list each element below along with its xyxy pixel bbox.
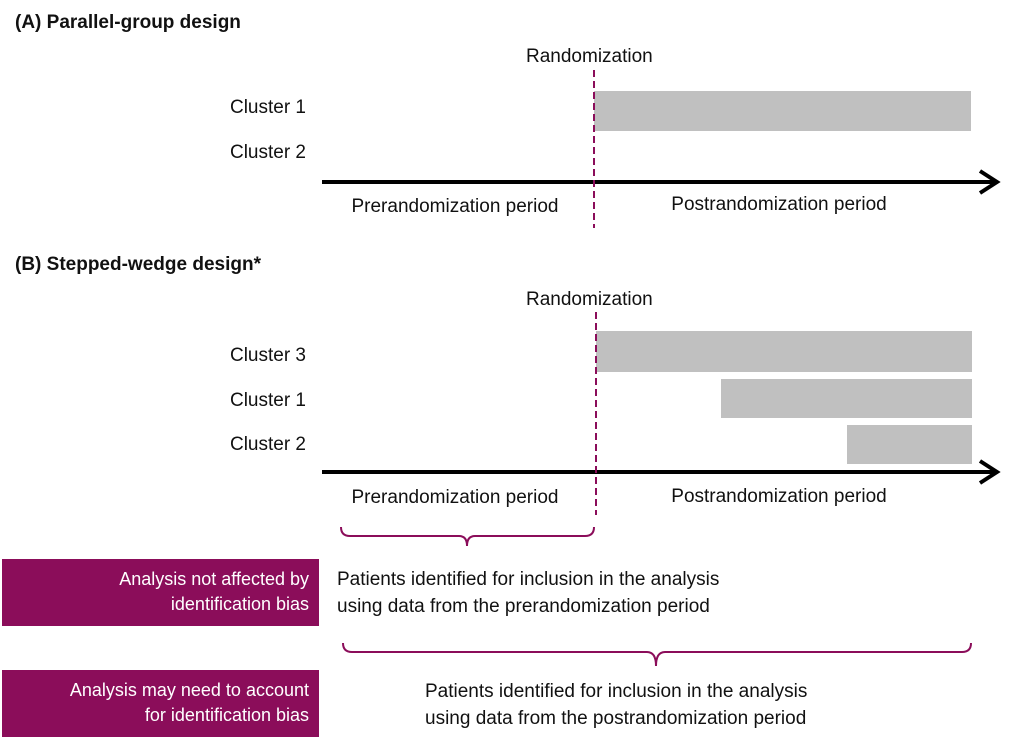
- analysis-not-affected-box: Analysis not affected by identification …: [2, 559, 319, 626]
- panel-a-post-period-label: Postrandomization period: [671, 194, 887, 215]
- post-period-note: Patients identified for inclusion in the…: [425, 678, 807, 732]
- pre-period-note-line2: using data from the prerandomization per…: [337, 596, 710, 617]
- post-period-note-line1: Patients identified for inclusion in the…: [425, 681, 808, 702]
- panel-a-heading: (A) Parallel-group design: [15, 12, 241, 33]
- panel-a-randomization-label: Randomization: [526, 46, 653, 67]
- analysis-not-affected-line1: Analysis not affected by: [119, 569, 309, 589]
- panel-b-cluster-1-label: Cluster 1: [229, 390, 306, 411]
- panel-a-cluster-1-label: Cluster 1: [229, 97, 306, 118]
- analysis-not-affected-line2: identification bias: [170, 594, 309, 614]
- analysis-may-need-line2: for identification bias: [144, 705, 309, 725]
- panel-a-timeline-arrowhead: [978, 169, 1001, 195]
- panel-b-heading: (B) Stepped-wedge design*: [15, 254, 261, 275]
- panel-b-pre-period-label: Prerandomization period: [351, 487, 559, 508]
- panel-b-post-period-label: Postrandomization period: [671, 486, 887, 507]
- whole-period-brace: [342, 642, 972, 667]
- pre-period-note-line1: Patients identified for inclusion in the…: [337, 569, 720, 590]
- panel-b-cluster-1-bar: [721, 379, 972, 418]
- panel-a-pre-period-label: Prerandomization period: [351, 196, 559, 217]
- panel-a-cluster-1-bar: [594, 91, 971, 131]
- pre-period-brace: [340, 526, 595, 547]
- panel-b-randomization-label: Randomization: [526, 289, 653, 310]
- panel-b-cluster-2-bar: [847, 425, 972, 464]
- panel-b-timeline-arrowhead: [978, 459, 1001, 485]
- analysis-may-need-line1: Analysis may need to account: [69, 680, 309, 700]
- panel-b-cluster-3-label: Cluster 3: [229, 345, 306, 366]
- panel-a-cluster-2-label: Cluster 2: [229, 142, 306, 163]
- post-period-note-line2: using data from the postrandomization pe…: [425, 708, 807, 729]
- analysis-may-need-box: Analysis may need to account for identif…: [2, 670, 319, 737]
- panel-b-cluster-3-bar: [596, 331, 972, 372]
- panel-b-cluster-2-label: Cluster 2: [229, 434, 306, 455]
- pre-period-note: Patients identified for inclusion in the…: [337, 566, 719, 620]
